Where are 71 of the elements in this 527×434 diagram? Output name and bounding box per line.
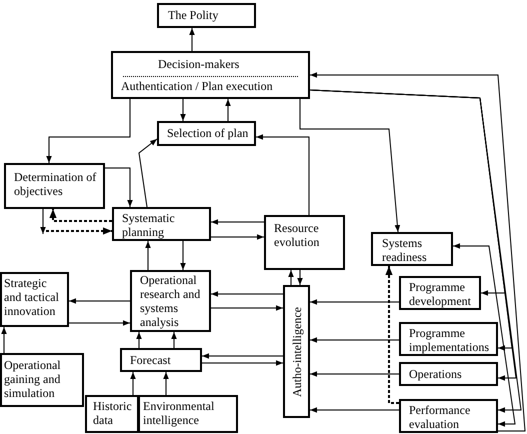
box-label: Operational research and systems analysis: [140, 273, 202, 329]
process-box: [399, 362, 498, 386]
arrow: [310, 337, 400, 343]
arrow: [310, 371, 400, 377]
arrow: [130, 372, 136, 396]
box-label: Environmental intelligence: [143, 399, 216, 427]
arrow: [300, 98, 400, 232]
box-label: Determination of objectives: [14, 170, 98, 198]
process-box: [399, 322, 498, 356]
box-label: Decision-makers: [158, 57, 240, 71]
arrow: [49, 209, 112, 222]
arrow: [138, 138, 158, 208]
box-label: Forecast: [130, 353, 172, 367]
box-label: Authentication / Plan execution: [121, 79, 274, 93]
arrow: [310, 299, 400, 305]
box-label: Strategic and tactical innovation: [4, 276, 60, 318]
arrow: [225, 98, 231, 122]
arrow: [68, 320, 130, 326]
process-box: [112, 207, 211, 241]
arrow: [180, 240, 186, 270]
arrow: [46, 98, 130, 164]
arrow: [210, 305, 284, 311]
arrow: [145, 240, 151, 270]
process-box: [111, 51, 310, 99]
process-box: [283, 285, 310, 418]
box-label: Systematic planning: [122, 211, 176, 239]
process-box: [0, 353, 84, 407]
process-box: [264, 215, 345, 270]
arrow: [1, 326, 7, 354]
arrow: [210, 291, 284, 297]
arrow: [46, 227, 112, 235]
process-box: [85, 395, 139, 433]
arrow: [288, 270, 294, 286]
process-box: [399, 399, 498, 433]
process-box: [157, 3, 256, 28]
box-label: Operational gaining and simulation: [4, 358, 62, 400]
arrow: [297, 270, 303, 286]
process-box: [157, 121, 256, 146]
arrow: [180, 98, 186, 122]
arrow: [310, 407, 400, 413]
process-box: [4, 163, 105, 209]
box-label: Operations: [409, 367, 463, 381]
box-label: Programme development: [409, 280, 472, 308]
arrow: [202, 353, 284, 359]
box-label: Historic data: [93, 399, 133, 427]
arrow: [68, 298, 130, 304]
process-box: [130, 270, 211, 332]
arrow: [189, 28, 195, 52]
process-box: [0, 272, 69, 327]
process-box: [371, 232, 453, 266]
arrow: [385, 266, 399, 404]
arrow: [202, 360, 284, 366]
box-label: The Polity: [168, 8, 220, 22]
box-label: Systems readiness: [382, 236, 428, 264]
arrow: [210, 219, 264, 225]
box-label: Performance evaluation: [409, 403, 472, 431]
box-label: Resource evolution: [274, 221, 320, 249]
arrow: [210, 234, 264, 240]
box-label: Programme implementations: [409, 326, 490, 354]
arrow: [40, 208, 46, 234]
arrow: [256, 134, 310, 216]
arrow: [171, 332, 177, 348]
process-box: [138, 395, 238, 433]
process-box: [120, 348, 202, 372]
box-label: Selection of plan: [167, 126, 250, 140]
box-label: Autho-intelligence: [290, 306, 304, 396]
arrow: [136, 332, 142, 348]
arrow: [452, 243, 516, 427]
arrow: [163, 372, 169, 396]
process-box: [399, 276, 481, 310]
arrow: [104, 168, 133, 208]
